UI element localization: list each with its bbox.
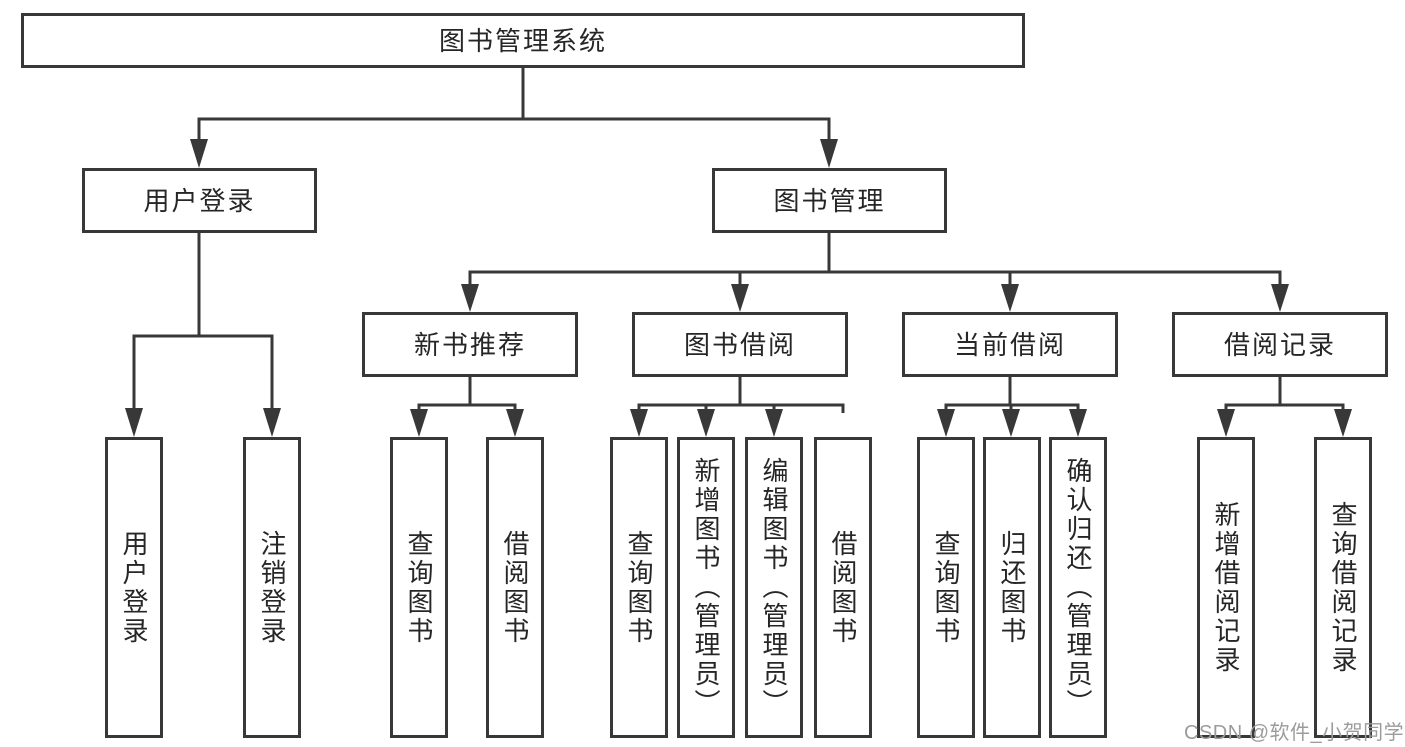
leaf-return-books: 归还图书 <box>983 437 1041 738</box>
node-book-borrowing: 图书借阅 <box>632 312 848 377</box>
node-book-management: 图书管理 <box>712 168 947 233</box>
leaf-logout: 注销登录 <box>243 437 301 738</box>
leaf-query-books-current: 查询图书 <box>917 437 975 738</box>
leaf-query-books-borrowing: 查询图书 <box>610 437 668 738</box>
node-root: 图书管理系统 <box>21 13 1025 68</box>
leaf-add-borrow-record: 新增借阅记录 <box>1197 437 1255 738</box>
node-current-borrowing: 当前借阅 <box>902 312 1118 377</box>
leaf-query-books-recommend: 查询图书 <box>390 437 448 738</box>
leaf-query-borrow-record: 查询借阅记录 <box>1314 437 1372 738</box>
node-user-login: 用户登录 <box>82 168 317 233</box>
watermark-csdn: CSDN @软件_小贺同学 <box>1184 722 1405 744</box>
leaf-user-login: 用户登录 <box>105 437 163 738</box>
leaf-add-books-admin: 新增图书（管理员） <box>677 437 735 738</box>
leaf-borrow-books-recommend: 借阅图书 <box>486 437 544 738</box>
leaf-confirm-return-admin: 确认归还（管理员） <box>1049 437 1107 738</box>
node-borrowing-records: 借阅记录 <box>1172 312 1388 377</box>
leaf-edit-books-admin: 编辑图书（管理员） <box>745 437 803 738</box>
leaf-borrow-books: 借阅图书 <box>814 437 872 738</box>
node-new-book-recommendation: 新书推荐 <box>362 312 578 377</box>
